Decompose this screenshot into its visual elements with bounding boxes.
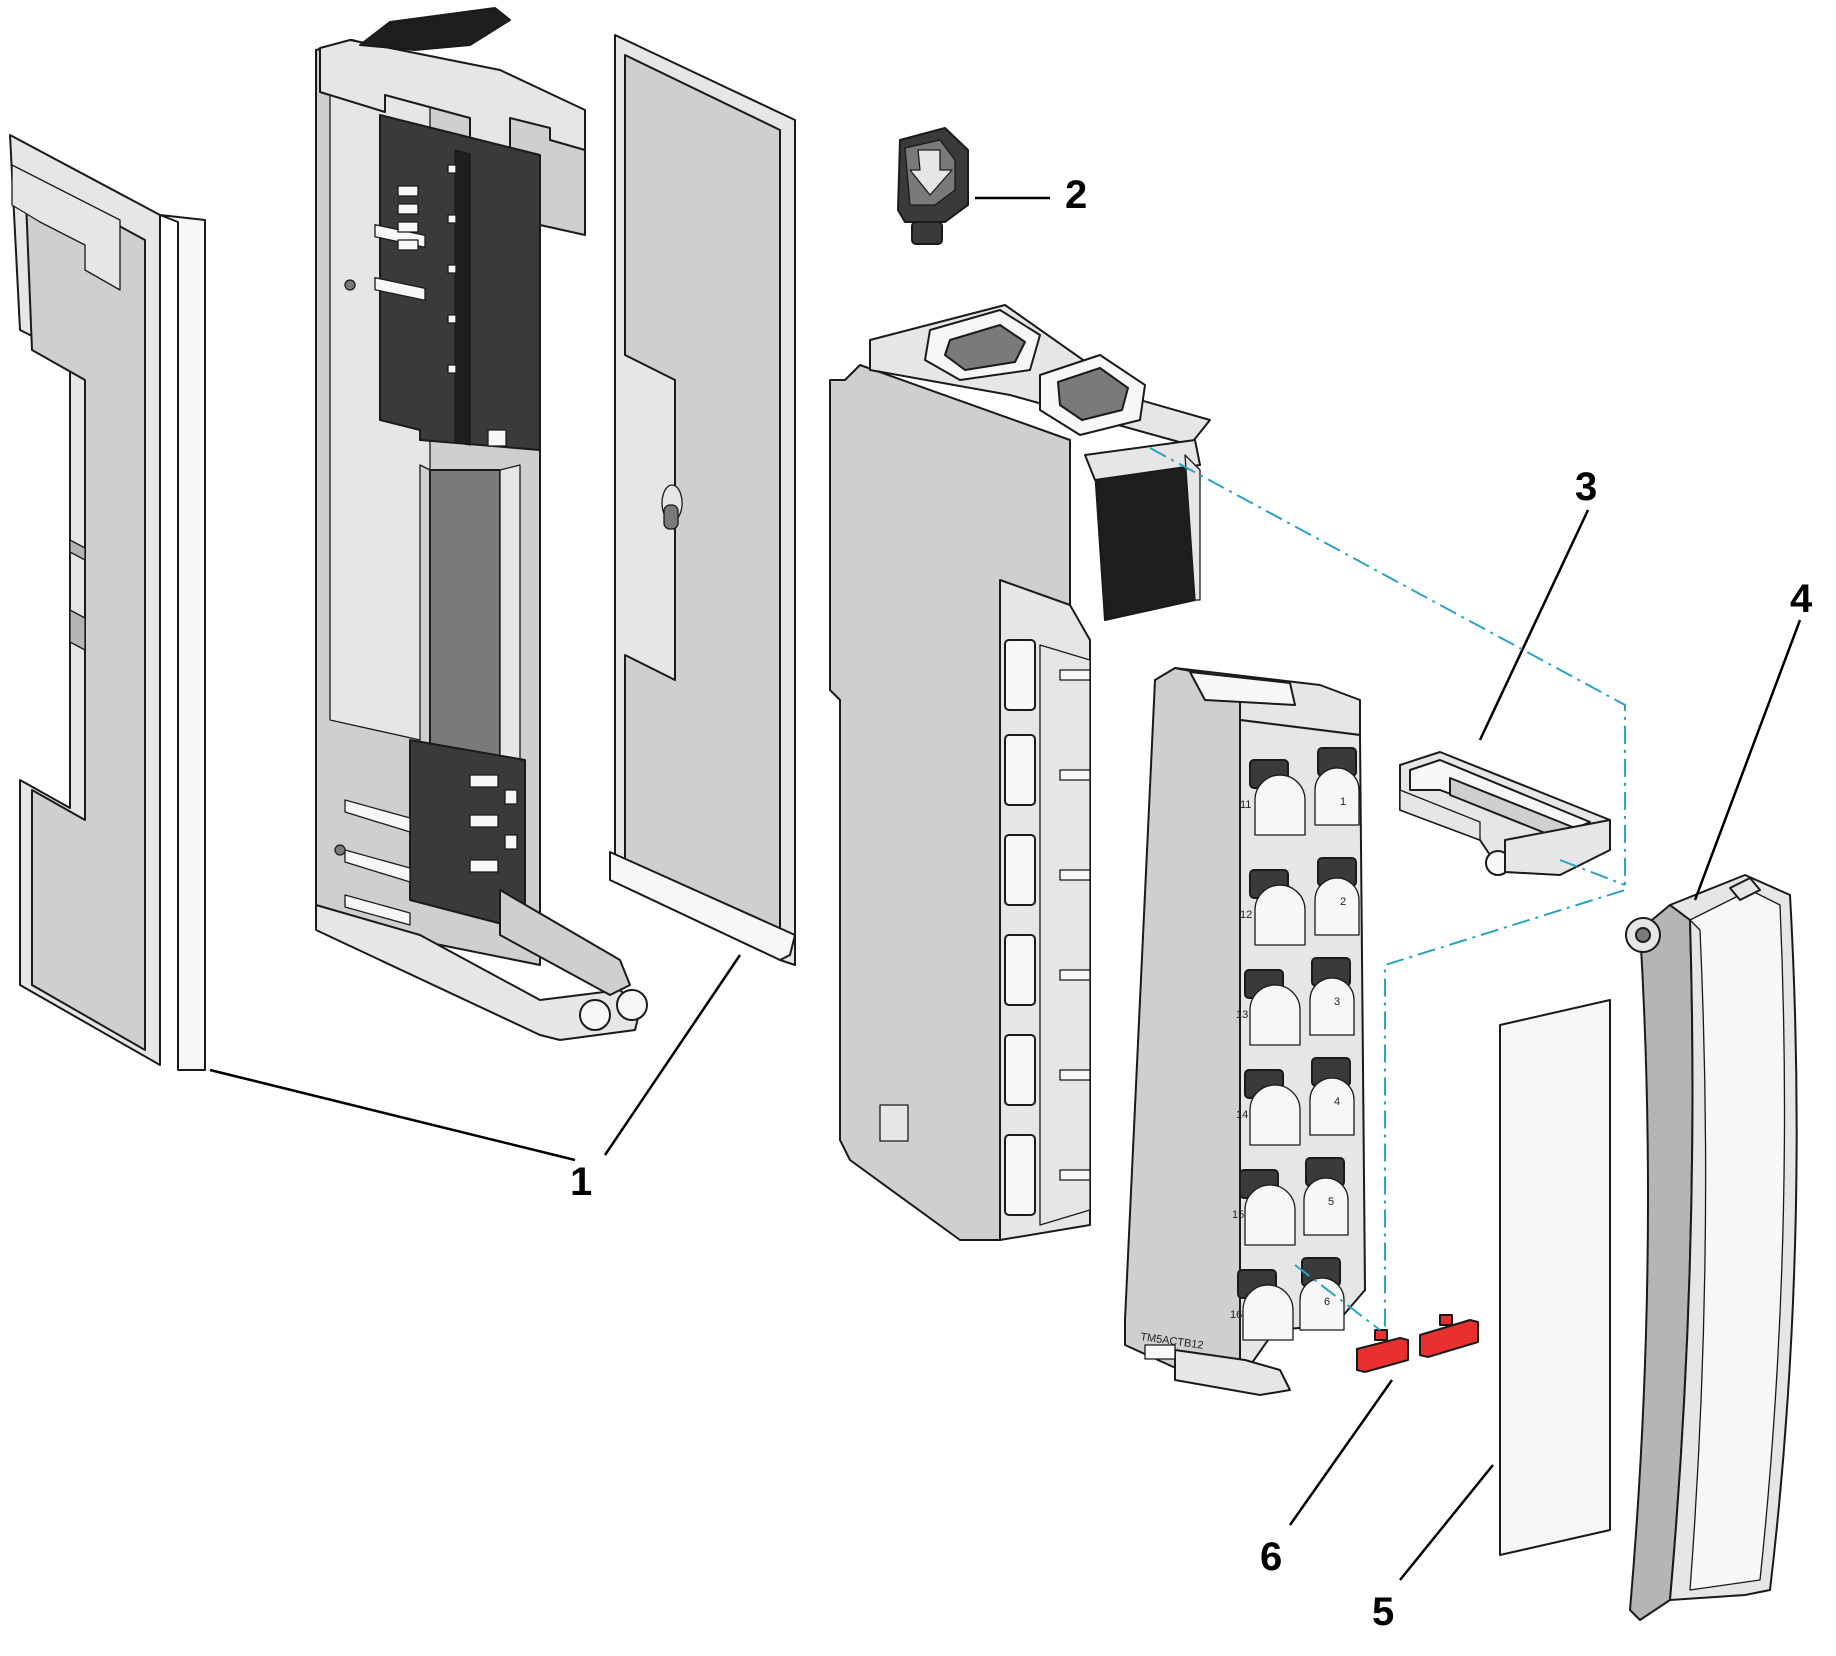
right-side-cover — [609, 34, 796, 966]
terminal-number-14: 14 — [1236, 1109, 1248, 1121]
leader-6 — [1288, 1379, 1394, 1526]
callout-2: 2 — [1065, 173, 1087, 217]
terminal-number-12: 12 — [1240, 909, 1252, 921]
label-card — [1499, 999, 1611, 1556]
terminal-block: 11 12 13 14 15 16 1 2 3 4 5 6 TM5ACTB12 — [1124, 667, 1366, 1396]
leader-4 — [1693, 619, 1802, 901]
terminal-number-4: 4 — [1334, 1096, 1340, 1108]
terminal-number-3: 3 — [1334, 996, 1340, 1008]
callout-6: 6 — [1260, 1535, 1282, 1579]
leader-3 — [1478, 509, 1590, 741]
locking-lever — [897, 127, 969, 245]
callout-1: 1 — [570, 1160, 592, 1204]
left-side-cover — [9, 134, 206, 1071]
label-holder — [1399, 751, 1611, 876]
leader-1a — [209, 1068, 576, 1162]
terminal-number-15: 15 — [1232, 1209, 1244, 1221]
callout-4: 4 — [1790, 577, 1813, 621]
terminal-rows — [1237, 747, 1360, 1341]
front-cover — [1625, 874, 1798, 1621]
terminal-number-1: 1 — [1340, 796, 1346, 808]
terminal-number-16: 16 — [1230, 1309, 1242, 1321]
leader-1b — [603, 954, 742, 1156]
callout-5: 5 — [1372, 1590, 1394, 1634]
leader-5 — [1399, 1464, 1494, 1581]
coding-keys — [1356, 1314, 1479, 1373]
module-front-pads — [1004, 639, 1036, 1216]
bus-base — [315, 7, 648, 1041]
callout-3: 3 — [1575, 465, 1597, 509]
electronic-module — [829, 304, 1211, 1241]
terminal-number-13: 13 — [1236, 1009, 1248, 1021]
terminal-number-2: 2 — [1340, 896, 1346, 908]
terminal-number-5: 5 — [1328, 1196, 1334, 1208]
terminal-number-11: 11 — [1240, 799, 1251, 811]
assembly-guide-lines — [1149, 447, 1626, 1331]
terminal-number-6: 6 — [1324, 1296, 1330, 1308]
